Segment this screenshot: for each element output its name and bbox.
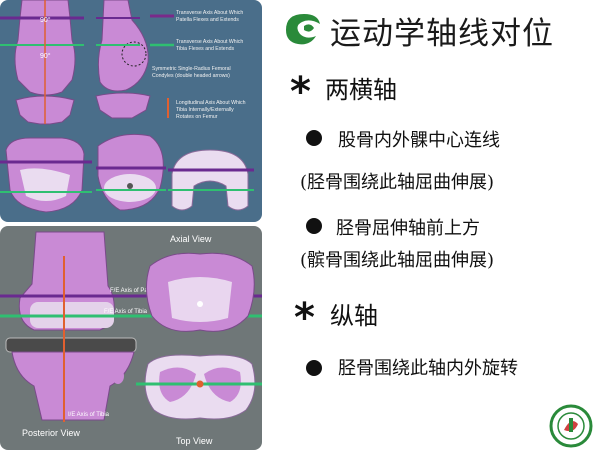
top-view-axis-point (196, 380, 204, 388)
heading-longitudinal: 纵轴 (330, 302, 378, 330)
fibula-head-shape (112, 368, 124, 384)
tibia-side-shape (95, 92, 151, 119)
bullet-1-text: 股骨内外髁中心连线 (338, 130, 500, 151)
knee-views-illustration: F/E Axis of Patella F/E Axis of Tibia I/… (0, 231, 262, 446)
posterior-view-label: Posterior View (22, 428, 80, 438)
star-bullet-icon: * (294, 295, 315, 341)
swirl-logo-icon (286, 14, 320, 45)
heading-transverse: 两横轴 (325, 76, 397, 104)
legend-condyles-line2: Condyles (double headed arrows) (152, 73, 230, 79)
circle-bullet-icon (306, 130, 322, 146)
bullet-3-text: 胫骨围绕此轴内外旋转 (338, 358, 518, 379)
ie-axis-tibia-label: I/E Axis of Tibia (68, 412, 110, 418)
axial-view-label: Axial View (170, 234, 212, 244)
angle-label-2: 90° (40, 52, 51, 60)
fe-axis-tibia-label: F/E Axis of Tibia (104, 309, 148, 315)
bullet-2-text: 胫骨屈伸轴前上方 (336, 218, 480, 239)
axial-center-dot (197, 301, 203, 307)
legend-longitudinal-line1: Longitudinal Axis About Which (176, 100, 246, 106)
knee-axes-illustration: 90° 90° Transverse Axis About Which Pate… (0, 0, 254, 213)
condyle-radius-arrows (121, 41, 147, 67)
tibia-plateau-highlight-1 (20, 168, 70, 201)
legend-tibia-line1: Transverse Axis About Which (176, 39, 243, 45)
bullet-1-note: (胫骨围绕此轴屈曲伸展) (300, 172, 495, 193)
legend-patella-line2: Patella Flexes and Extends (176, 17, 239, 23)
femoral-component-view (171, 149, 249, 211)
fe-axis-patella-label: F/E Axis of Patella (110, 288, 159, 294)
circle-bullet-icon (306, 218, 322, 234)
top-figure-panel: 90° 90° Transverse Axis About Which Pate… (0, 0, 262, 222)
page-title: 运动学轴线对位 (330, 16, 554, 52)
legend-longitudinal-line2: Tibia Internally/Externally (176, 107, 234, 113)
top-view-label: Top View (176, 436, 213, 446)
legend-condyles-line1: Symmetric Single-Radius Femoral (152, 66, 231, 72)
axial-component (168, 277, 232, 322)
legend-tibia-line2: Tibia Flexes and Extends (176, 46, 234, 52)
bottom-figure-panel: F/E Axis of Patella F/E Axis of Tibia I/… (0, 226, 262, 450)
tibial-insert (5, 337, 137, 353)
legend-patella-line1: Transverse Axis About Which (176, 10, 243, 16)
bullet-2-note: (髌骨围绕此轴屈曲伸展) (300, 250, 495, 271)
circle-bullet-icon (306, 360, 322, 376)
angle-label-1: 90° (40, 16, 51, 24)
star-bullet-icon: * (290, 69, 311, 115)
hospital-seal-icon (549, 404, 593, 448)
legend-longitudinal-line3: Rotates on Femur (176, 114, 218, 120)
plateau-center-dot (127, 183, 133, 189)
posterior-tibia-shape (11, 351, 135, 421)
